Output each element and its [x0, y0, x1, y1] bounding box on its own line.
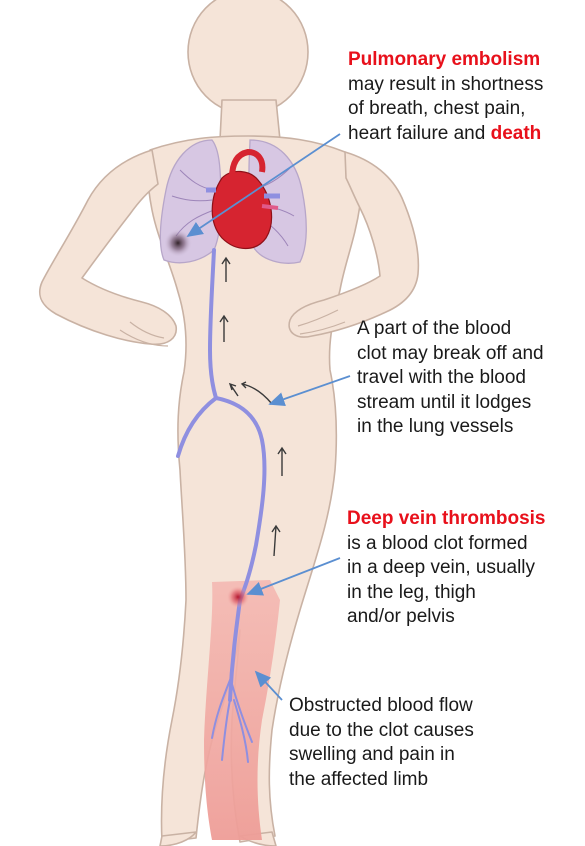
callout-obstructed-flow: Obstructed blood flow due to the clot ca… [289, 694, 474, 792]
neck [220, 100, 280, 140]
dvt-heading: Deep vein thrombosis [347, 507, 546, 532]
leg-clot [227, 586, 249, 608]
dvt-line-3: in the leg, thigh [347, 581, 546, 606]
lung-clot [164, 229, 192, 257]
head [188, 0, 308, 114]
callout-pulmonary-embolism: Pulmonary embolism may result in shortne… [348, 48, 543, 146]
dvt-line-4: and/or pelvis [347, 605, 546, 630]
dvt-line-2: in a deep vein, usually [347, 556, 546, 581]
pulmonary-line-3-text: heart failure and [348, 123, 491, 144]
pulmonary-embolism-heading: Pulmonary embolism [348, 48, 543, 73]
callout-deep-vein-thrombosis: Deep vein thrombosis is a blood clot for… [347, 507, 546, 630]
break-off-line-1: A part of the blood [357, 317, 544, 342]
break-off-line-5: in the lung vessels [357, 415, 544, 440]
break-off-line-3: travel with the blood [357, 366, 544, 391]
pulmonary-line-2: of breath, chest pain, [348, 97, 543, 122]
obstructed-line-4: the affected limb [289, 768, 474, 793]
dvt-line-1: is a blood clot formed [347, 532, 546, 557]
pulmonary-line-1: may result in shortness [348, 73, 543, 98]
obstructed-line-3: swelling and pain in [289, 743, 474, 768]
obstructed-line-1: Obstructed blood flow [289, 694, 474, 719]
left-arm [40, 150, 177, 344]
pulmonary-line-3: heart failure and death [348, 122, 543, 147]
callout-clot-break-off: A part of the blood clot may break off a… [357, 317, 544, 440]
pulmonary-emphasis: death [491, 123, 542, 144]
break-off-line-2: clot may break off and [357, 342, 544, 367]
obstructed-line-2: due to the clot causes [289, 719, 474, 744]
break-off-line-4: stream until it lodges [357, 391, 544, 416]
